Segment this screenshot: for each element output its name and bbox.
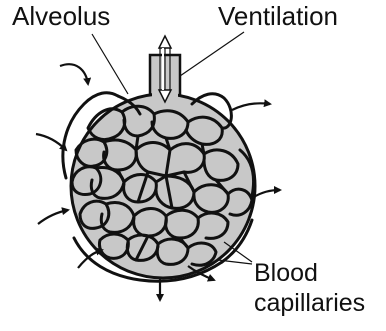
arrow-inflow-left [36,134,66,150]
alveolus-label: Alveolus [12,1,110,32]
ventilation-leader [180,32,244,76]
blood-capillaries-label-line1: Blood [254,258,365,288]
blood-capillaries-label: Blood capillaries [254,258,365,318]
ventilation-label: Ventilation [218,1,338,32]
arrow-inflow-top-left [60,64,88,84]
blood-capillaries-label-line2: capillaries [254,288,365,318]
arrow-outflow-top-right [232,103,270,110]
arrow-inflow-lower-left [38,210,68,224]
alveolus-leader [92,34,128,94]
